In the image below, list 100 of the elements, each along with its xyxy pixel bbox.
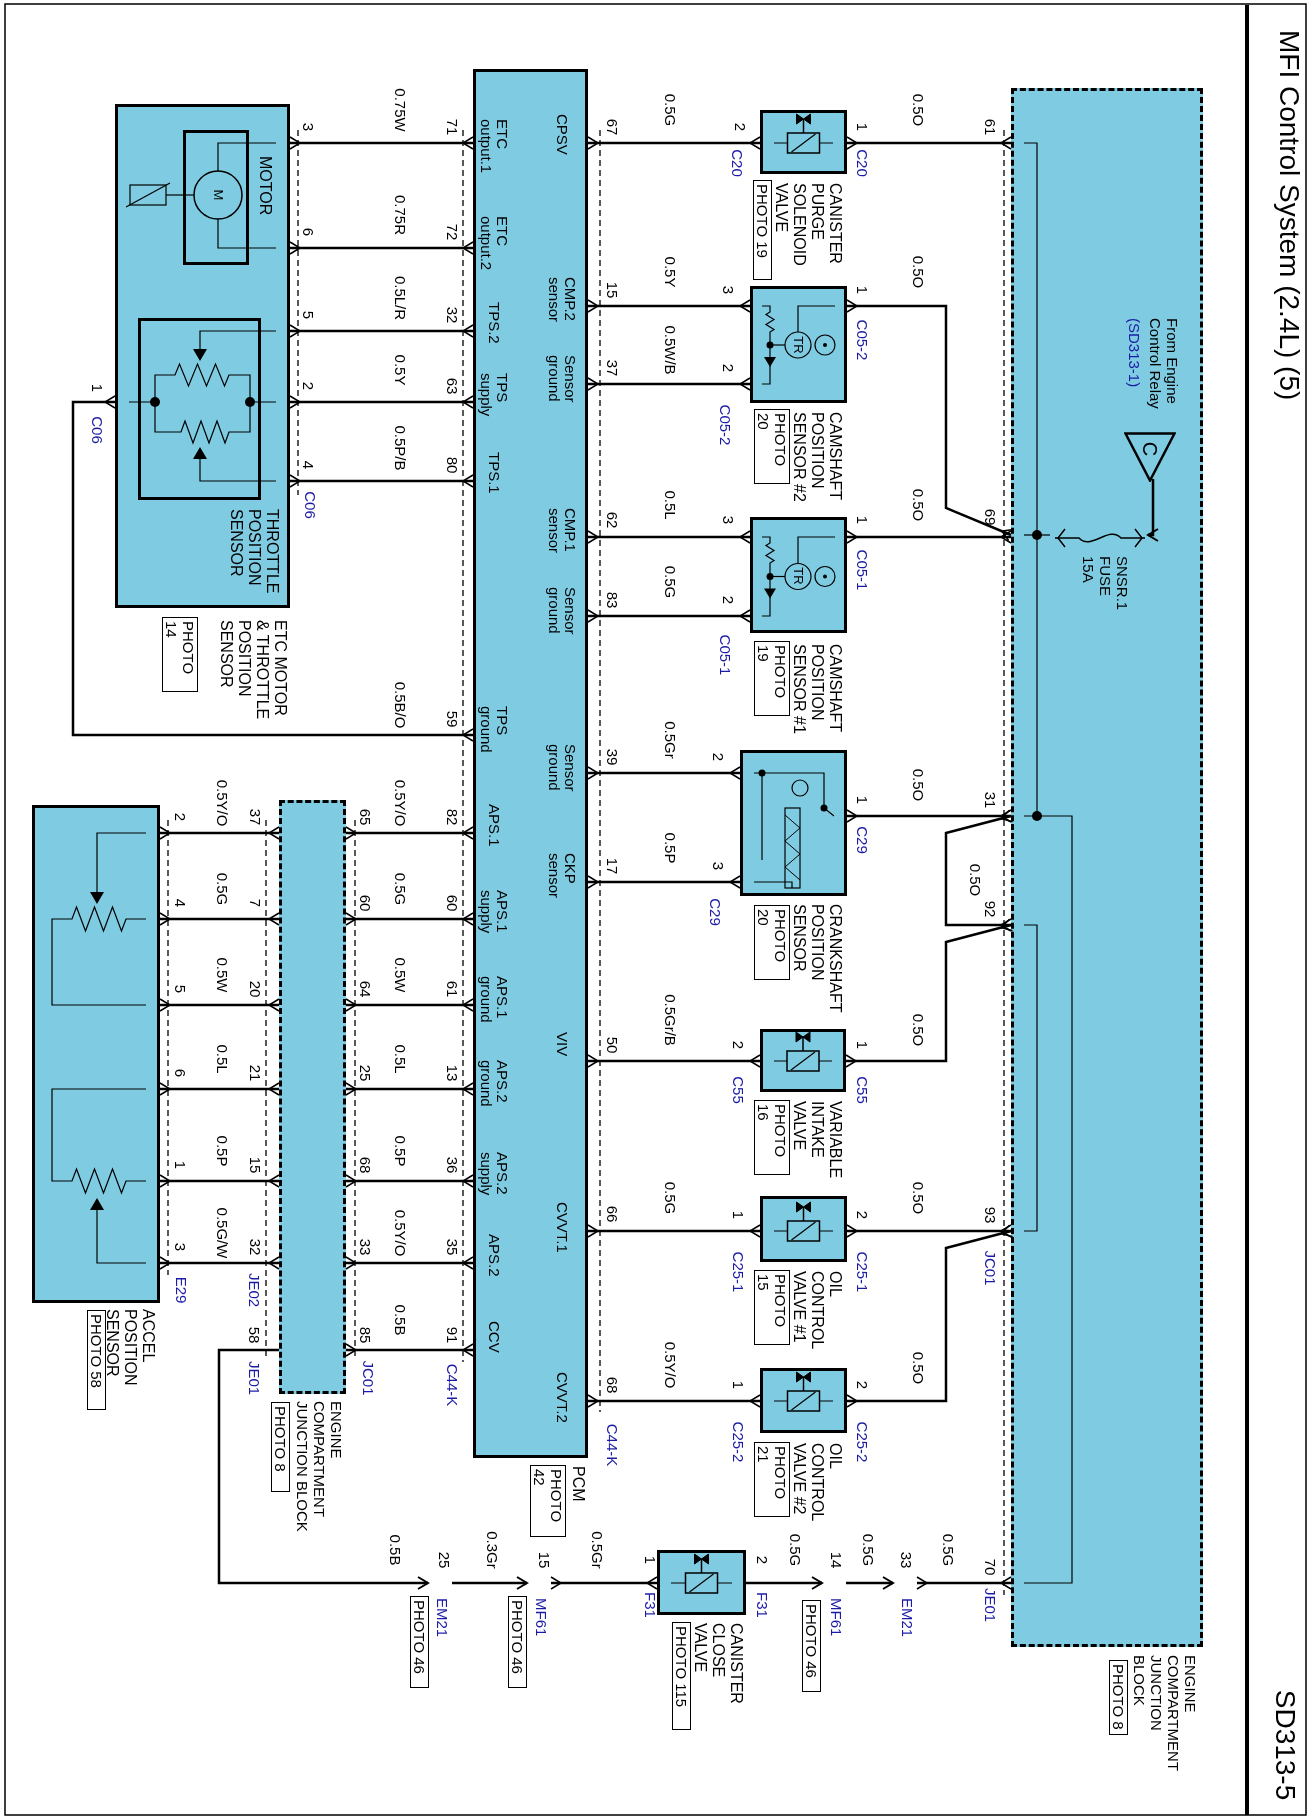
wire [345, 1174, 474, 1188]
wire [289, 136, 474, 150]
pin-number: 25 [436, 1551, 452, 1569]
pin-number: 68 [357, 1156, 373, 1174]
wire [159, 826, 280, 840]
connector-id: C25-2 [854, 1421, 870, 1463]
wire-color-label: 0.5Y/O [392, 779, 408, 827]
pin-number: 69 [982, 508, 998, 526]
pin-number: 50 [604, 1036, 620, 1054]
wire [1147, 479, 1159, 542]
wire-color-label: 0.5B/O [392, 681, 408, 729]
wire-color-label: 0.5O [910, 93, 926, 127]
pin-number: 93 [982, 1206, 998, 1224]
connector-id: C29 [707, 898, 723, 926]
wire-color-label: 0.5P [392, 1135, 408, 1167]
wire [587, 377, 751, 391]
wire-color-label: 0.5B [392, 1304, 408, 1336]
wire [345, 1343, 474, 1357]
connector-id: C44-K [444, 1363, 460, 1407]
pin-number: 5 [300, 310, 316, 320]
wire [944, 809, 1014, 932]
connector-id: F31 [754, 1592, 770, 1618]
connector-id: MF61 [828, 1598, 844, 1639]
wire [587, 875, 741, 889]
pin-number: 61 [982, 118, 998, 136]
wire [587, 530, 751, 544]
wire [159, 1082, 280, 1096]
pin-name: Sensor ground [546, 587, 578, 637]
photo-reference: PHOTO 19 [754, 641, 790, 716]
component-label: MOTOR [256, 156, 274, 218]
pin-number: 2 [854, 1210, 870, 1220]
pin-name: APS.1 ground [478, 976, 510, 1025]
pin-name: ETC output.1 [478, 119, 510, 176]
pin-number: 33 [357, 1238, 373, 1256]
symbol-letter: TR [791, 567, 805, 585]
pin-number: 68 [604, 1376, 620, 1394]
photo-reference: PHOTO 46 [410, 1596, 429, 1688]
wire [846, 1576, 894, 1590]
connector-id: C25-1 [854, 1251, 870, 1293]
pin-number: 60 [444, 894, 460, 912]
wire [345, 912, 474, 926]
pin-number: 15 [604, 281, 620, 299]
pin-number: 3 [710, 861, 726, 871]
connector-id: C05-2 [854, 319, 870, 361]
pin-number: 13 [444, 1064, 460, 1082]
wire-color-label: 0.5G [940, 1533, 956, 1567]
pin-name: ETC output.2 [478, 216, 510, 273]
connector-id: C44-K [604, 1423, 620, 1467]
pin-number: 65 [357, 808, 373, 826]
pin-number: 33 [898, 1551, 914, 1569]
pin-number: 37 [247, 808, 263, 826]
wire-color-label: 0.75R [392, 195, 408, 235]
wire-color-label: 0.5W [392, 957, 408, 993]
wire-color-label: 0.5O [910, 488, 926, 522]
connector-id: MF61 [533, 1598, 549, 1639]
wire [71, 395, 474, 742]
wire [587, 766, 741, 780]
pin-number: 83 [604, 591, 620, 609]
wire-color-label: 0.5P [214, 1135, 230, 1167]
connector-id: JC01 [360, 1360, 376, 1396]
pin-number: 32 [444, 306, 460, 324]
source-note: From Engine Control Relay [1147, 318, 1181, 411]
photo-reference: PHOTO 58 [87, 1310, 106, 1410]
wire-color-label: 0.5W/B [662, 325, 678, 375]
component-label: CANISTER CLOSE VALVE [691, 1623, 745, 1706]
wire [550, 1576, 658, 1590]
photo-reference: PHOTO 42 [530, 1465, 566, 1537]
wire [846, 136, 1012, 150]
wire-color-label: 0.5L [392, 1044, 408, 1074]
pin-number: 1 [730, 1210, 746, 1220]
pin-number: 3 [300, 122, 316, 132]
pin-number: 72 [444, 223, 460, 241]
wire-color-label: 0.5G [860, 1533, 876, 1567]
wire [217, 1348, 429, 1590]
connector-id: C05-2 [717, 404, 733, 446]
pin-name: Sensor ground [546, 744, 578, 794]
pin-number: 1 [854, 1040, 870, 1050]
wire [846, 530, 1012, 544]
wire-color-label: 0.5Y/O [214, 779, 230, 827]
wire [746, 1576, 823, 1590]
wire [289, 474, 474, 488]
pin-number: 62 [604, 511, 620, 529]
wire [587, 1394, 761, 1408]
photo-reference: PHOTO 46 [802, 1600, 821, 1692]
wire-color-label: 0.5Y/O [662, 1341, 678, 1389]
pin-number: 2 [710, 752, 726, 762]
wire [846, 299, 1015, 542]
wire-color-label: 0.5Gr [662, 721, 678, 759]
connector-id: EM21 [899, 1598, 915, 1640]
pin-number: 37 [604, 359, 620, 377]
wire-color-label: 0.5O [967, 863, 983, 897]
pin-name: TPS ground [478, 706, 510, 755]
pin-number: 20 [247, 980, 263, 998]
pin-number: 60 [357, 894, 373, 912]
component-label: ETC MOTOR & THROTTLE POSITION SENSOR [217, 620, 289, 720]
pin-name: CKP sensor [546, 853, 578, 901]
pin-number: 17 [604, 857, 620, 875]
connector-id: JE01 [982, 1587, 998, 1623]
pin-number: 71 [444, 118, 460, 136]
pin-name: VIV [554, 1032, 570, 1059]
